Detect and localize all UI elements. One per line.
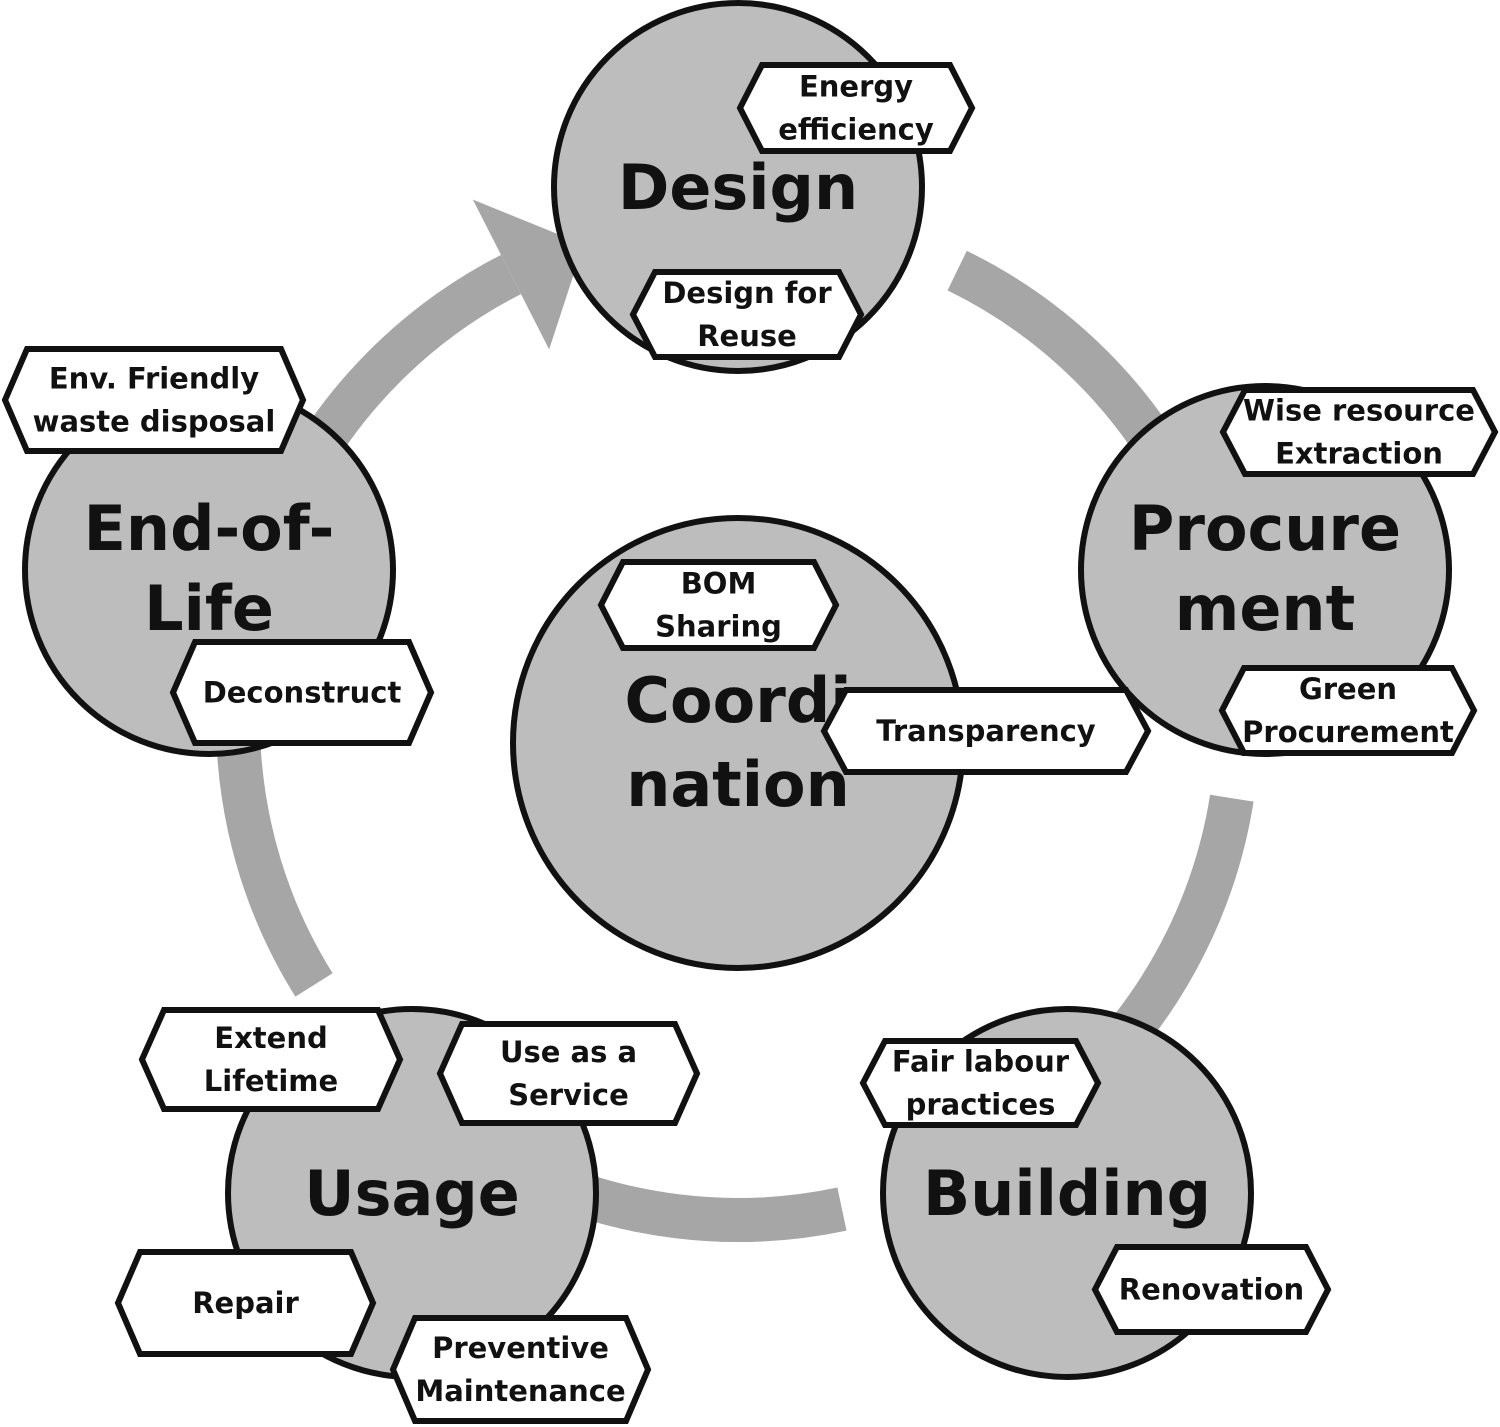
- tag-label-line: efficiency: [778, 113, 934, 147]
- tag-label-line: Deconstruct: [203, 676, 402, 710]
- deconstruct-tag-shape: [169, 639, 435, 746]
- env-friendly-waste-disposal-tag-label: Env. Friendly waste disposal: [33, 362, 276, 439]
- repair-tag: Repair: [114, 1249, 377, 1357]
- tag-label-line: Fair labour: [892, 1045, 1070, 1079]
- transparency-tag: Transparency: [820, 687, 1152, 775]
- tag-label-line: Design for: [662, 276, 832, 310]
- tag-label-line: BOM: [681, 567, 757, 601]
- tag-label-line: Green: [1299, 672, 1397, 706]
- phase-label-line: Life: [144, 572, 274, 645]
- tag-label-line: Transparency: [876, 714, 1096, 748]
- phase-label-line: Design: [618, 151, 858, 224]
- renovation-tag-shape: [1091, 1244, 1332, 1335]
- phase-label-line: End-of-: [84, 492, 335, 565]
- wise-resource-extraction-tag-shape: [1219, 387, 1499, 477]
- phase-label-line: ment: [1175, 572, 1355, 645]
- tag-label-line: Renovation: [1119, 1273, 1304, 1307]
- repair-tag-label: Repair: [192, 1286, 299, 1320]
- deconstruct-tag-label: Deconstruct: [203, 676, 402, 710]
- bom-sharing-tag-label: BOM Sharing: [655, 567, 782, 644]
- tag-label-line: Procurement: [1242, 715, 1454, 749]
- tag-label-line: Preventive: [432, 1331, 609, 1365]
- tag-label-line: Service: [508, 1078, 629, 1112]
- tag-label-line: waste disposal: [33, 405, 276, 439]
- tag-label-line: Maintenance: [415, 1374, 625, 1408]
- coordination-label: Coordi nation: [625, 664, 852, 821]
- tag-label-line: Wise resource: [1243, 394, 1475, 428]
- bom-sharing-tag: BOM Sharing: [597, 559, 840, 651]
- tag-label-line: practices: [906, 1088, 1056, 1122]
- phase-label-line: nation: [626, 748, 850, 821]
- phase-label-line: Procure: [1129, 492, 1401, 565]
- building-label: Building: [923, 1157, 1211, 1230]
- usage-label: Usage: [304, 1157, 520, 1230]
- end-of-life-label: End-of-Life: [84, 492, 335, 645]
- tag-label-line: Use as a: [500, 1035, 637, 1069]
- fair-labour-practices-tag-shape: [859, 1038, 1102, 1128]
- design-for-reuse-tag-shape: [629, 269, 865, 360]
- fair-labour-practices-tag-label: Fair labour practices: [892, 1045, 1070, 1122]
- phase-label-line: Building: [923, 1157, 1211, 1230]
- tag-label-line: Repair: [192, 1286, 299, 1320]
- repair-tag-shape: [114, 1249, 377, 1357]
- arrow-end-of-life-to-design: [281, 199, 584, 489]
- tag-label-line: Extraction: [1275, 437, 1443, 471]
- tag-label-line: Env. Friendly: [49, 362, 259, 396]
- tag-label-line: Energy: [799, 70, 913, 104]
- energy-efficiency-tag-shape: [736, 62, 976, 154]
- tag-label-line: Reuse: [697, 319, 797, 353]
- extend-lifetime-tag-shape: [138, 1007, 404, 1112]
- use-as-a-service-tag: Use as a Service: [436, 1021, 701, 1126]
- env-friendly-waste-disposal-tag-shape: [1, 346, 307, 454]
- renovation-tag-label: Renovation: [1119, 1273, 1304, 1307]
- phase-label-line: Coordi: [625, 664, 852, 737]
- arrow-end-of-life-to-design-head: [472, 199, 584, 350]
- tag-label-line: Lifetime: [204, 1064, 338, 1098]
- energy-efficiency-tag-label: Energy efficiency: [778, 70, 934, 147]
- phase-label-line: Usage: [304, 1157, 520, 1230]
- green-procurement-tag-shape: [1218, 665, 1478, 756]
- use-as-a-service-tag-shape: [436, 1021, 701, 1126]
- transparency-tag-label: Transparency: [876, 714, 1096, 748]
- energy-efficiency-tag: Energy efficiency: [736, 62, 976, 154]
- tag-label-line: Extend: [214, 1021, 327, 1055]
- fair-labour-practices-tag: Fair labour practices: [859, 1038, 1102, 1128]
- bom-sharing-tag-shape: [597, 559, 840, 651]
- transparency-tag-shape: [820, 687, 1152, 775]
- tag-label-line: Sharing: [655, 610, 782, 644]
- design-label: Design: [618, 151, 858, 224]
- deconstruct-tag: Deconstruct: [169, 639, 435, 746]
- use-as-a-service-tag-label: Use as a Service: [500, 1035, 637, 1112]
- renovation-tag: Renovation: [1091, 1244, 1332, 1335]
- preventive-maintenance-tag-shape: [389, 1315, 652, 1424]
- env-friendly-waste-disposal-tag: Env. Friendly waste disposal: [1, 346, 307, 454]
